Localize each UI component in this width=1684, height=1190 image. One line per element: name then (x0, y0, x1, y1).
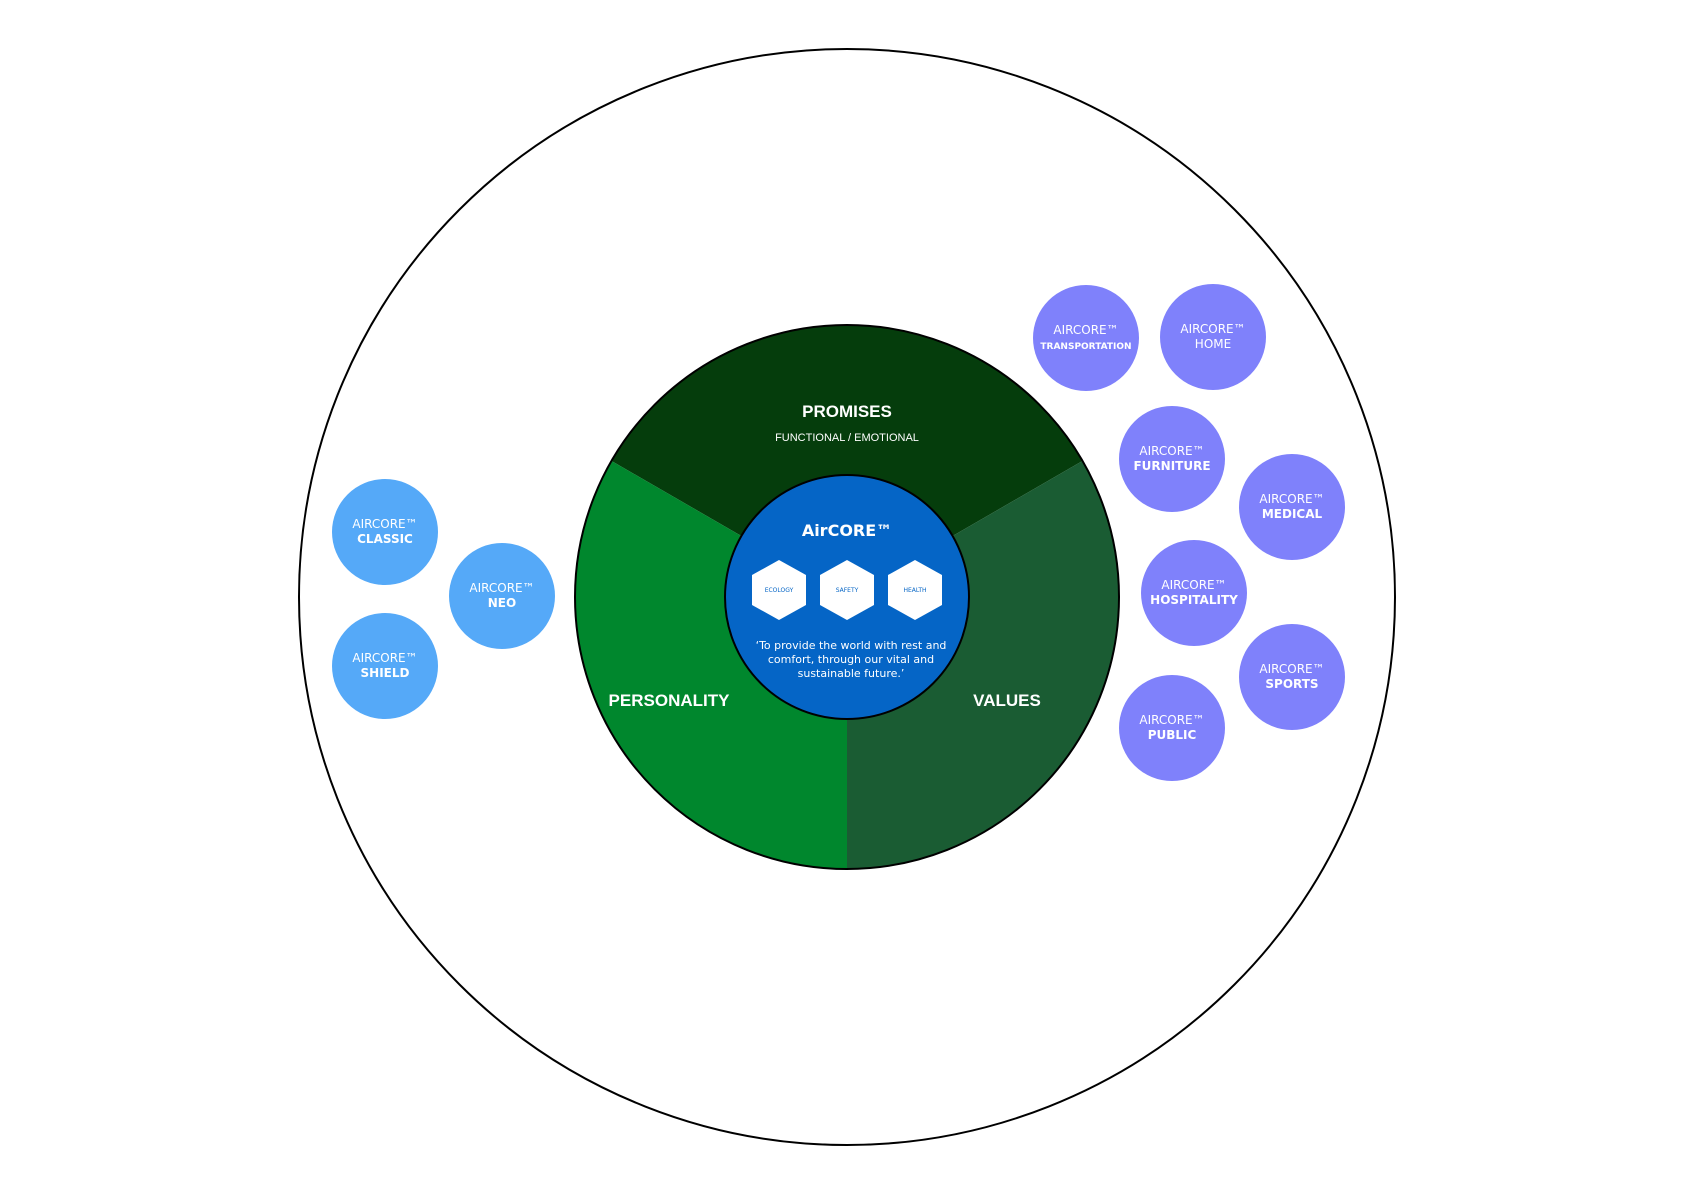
wheel-outline (574, 324, 1120, 870)
core-title: AirCORE™ (802, 521, 892, 540)
bubble-name: TRANSPORTATION (1040, 342, 1131, 352)
bubble-circle (1141, 540, 1247, 646)
bubble-prefix: AIRCORE™ (1180, 322, 1245, 336)
hexagon-icon (888, 560, 942, 620)
pillar-health: HEALTH (888, 560, 942, 620)
promises-title: PROMISES (802, 402, 892, 421)
pillar-safety: SAFETY (820, 560, 874, 620)
bubble-circle (1119, 406, 1225, 512)
values-title: VALUES (973, 691, 1041, 710)
mission-line-1: ‘To provide the world with rest and (756, 639, 947, 652)
bubble-circle (1239, 454, 1345, 560)
personality-title: PERSONALITY (609, 691, 731, 710)
bubble-circle (332, 479, 438, 585)
mission-line-2: comfort, through our vital and (768, 653, 934, 666)
bubble-circle (332, 613, 438, 719)
bubble-circle (1033, 285, 1139, 391)
bubble-name: HOME (1195, 337, 1231, 351)
bubble-prefix: AIRCORE™ (352, 651, 417, 665)
bubble-prefix: AIRCORE™ (1259, 492, 1324, 506)
core-circle-group: AirCORE™ ECOLOGY SAFETY HEALTH ‘To provi… (724, 474, 970, 720)
hexagon-icon (752, 560, 806, 620)
bubble-prefix: AIRCORE™ (1053, 323, 1118, 337)
hexagon-icon (820, 560, 874, 620)
bubble-circle (1239, 624, 1345, 730)
bubble-name: SHIELD (361, 666, 410, 680)
bubble-name: PUBLIC (1148, 728, 1197, 742)
segment-promises (611, 325, 1083, 597)
pillar-label: ECOLOGY (765, 587, 794, 594)
bubble-prefix: AIRCORE™ (1161, 578, 1226, 592)
bubble-name: CLASSIC (357, 532, 413, 546)
bubble-prefix: AIRCORE™ (469, 581, 534, 595)
pillar-label: SAFETY (836, 587, 859, 594)
bubble-circle (449, 543, 555, 649)
bubble-name: HOSPITALITY (1150, 593, 1238, 607)
mission-line-3: sustainable future.’ (798, 667, 905, 680)
bubble-name: FURNITURE (1133, 459, 1210, 473)
bubble-prefix: AIRCORE™ (1139, 444, 1204, 458)
bubble-name: MEDICAL (1262, 507, 1323, 521)
pillar-label: HEALTH (903, 587, 926, 594)
bubble-prefix: AIRCORE™ (1139, 713, 1204, 727)
bubble-circle (1160, 284, 1266, 390)
bubble-name: NEO (488, 596, 516, 610)
bubble-circle (1119, 675, 1225, 781)
bubble-name: SPORTS (1265, 677, 1318, 691)
product-bubble-transportation: AIRCORE™ TRANSPORTATION (1033, 285, 1139, 391)
bubble-prefix: AIRCORE™ (352, 517, 417, 531)
pillar-ecology: ECOLOGY (752, 560, 806, 620)
promises-subtitle: FUNCTIONAL / EMOTIONAL (775, 432, 919, 444)
bubble-prefix: AIRCORE™ (1259, 662, 1324, 676)
product-bubbles: AIRCORE™CLASSICAIRCORE™NEOAIRCORE™SHIELD… (332, 284, 1345, 781)
